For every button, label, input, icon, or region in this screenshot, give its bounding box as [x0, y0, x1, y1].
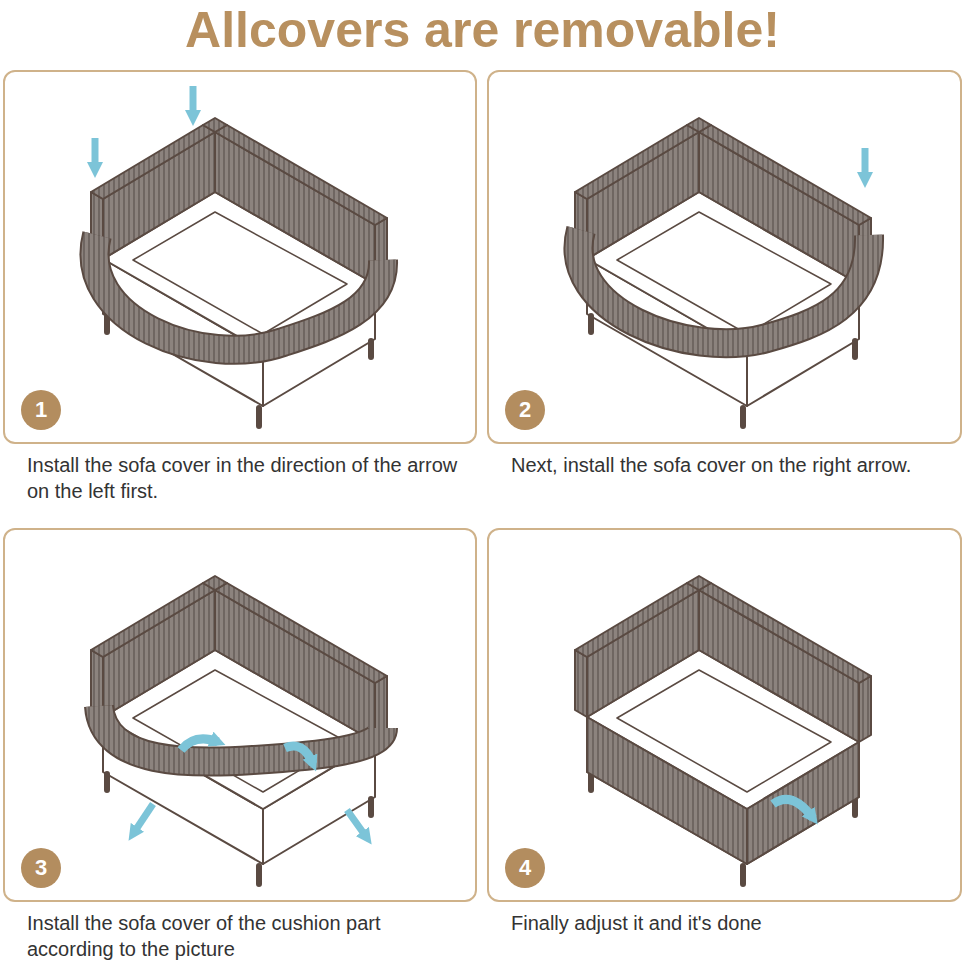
step-number: 2: [505, 390, 545, 430]
step-digit: 4: [519, 855, 531, 881]
step-caption: Next, install the sofa cover on the righ…: [511, 452, 954, 478]
step-digit: 2: [519, 397, 531, 423]
step-number: 1: [21, 390, 61, 430]
step-caption: Finally adjust it and it's done: [511, 910, 954, 936]
page-title: Allcovers are removable!: [0, 2, 965, 58]
step-panel: Next, install the sofa cover on the righ…: [487, 70, 962, 444]
step-digit: 1: [35, 397, 47, 423]
step-number: 3: [21, 848, 61, 888]
step-caption: Install the sofa cover in the direction …: [27, 452, 469, 504]
step-panel: Install the sofa cover of the cushion pa…: [3, 528, 477, 902]
step-digit: 3: [35, 855, 47, 881]
step-number: 4: [505, 848, 545, 888]
step-caption: Install the sofa cover of the cushion pa…: [27, 910, 469, 962]
step-panel: Install the sofa cover in the direction …: [3, 70, 477, 444]
step-panel: Finally adjust it and it's done4: [487, 528, 962, 902]
